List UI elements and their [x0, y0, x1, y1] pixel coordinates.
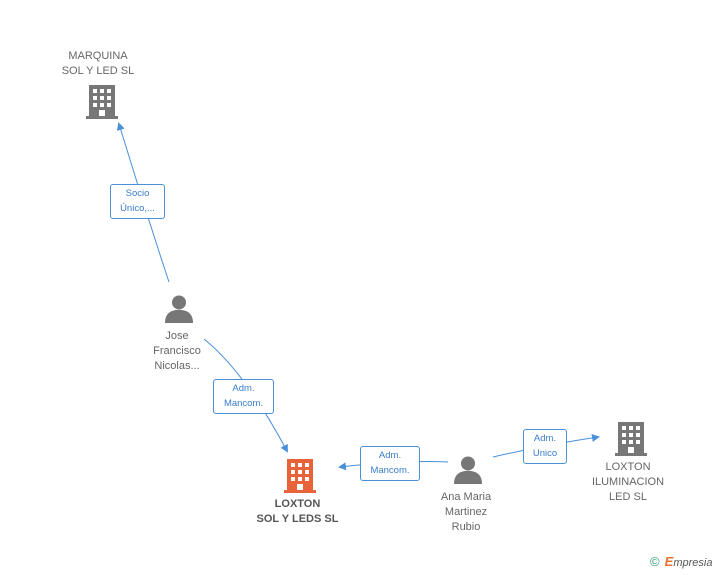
edge-label-adm-mancom-jose: Adm. Mancom.	[213, 379, 274, 414]
node-label-marquina[interactable]: MARQUINA SOL Y LED SL	[61, 50, 135, 77]
building-icon[interactable]	[615, 422, 647, 456]
building-icon[interactable]	[86, 85, 118, 119]
node-label-ana-maria[interactable]: Ana Maria Martinez Rubio	[440, 491, 492, 533]
node-label-loxton-iluminacion[interactable]: LOXTON ILUMINACION LED SL	[591, 461, 665, 503]
copyright-symbol: ©	[650, 554, 660, 569]
node-label-jose[interactable]: Jose Francisco Nicolas...	[153, 330, 201, 372]
edge-label-adm-mancom-ana: Adm. Mancom.	[360, 446, 420, 481]
footer-brand[interactable]: © Empresia	[650, 554, 712, 569]
person-icon[interactable]	[454, 456, 482, 484]
empresia-logo: Empresia	[664, 554, 713, 569]
edge-label-adm-unico: Adm. Unico	[523, 429, 567, 464]
node-label-loxton-sol-y-leds[interactable]: LOXTON SOL Y LEDS SL	[256, 498, 339, 525]
building-icon[interactable]	[284, 459, 316, 493]
person-icon[interactable]	[165, 295, 193, 323]
edge-label-socio-unico: Socio Único,...	[110, 184, 165, 219]
